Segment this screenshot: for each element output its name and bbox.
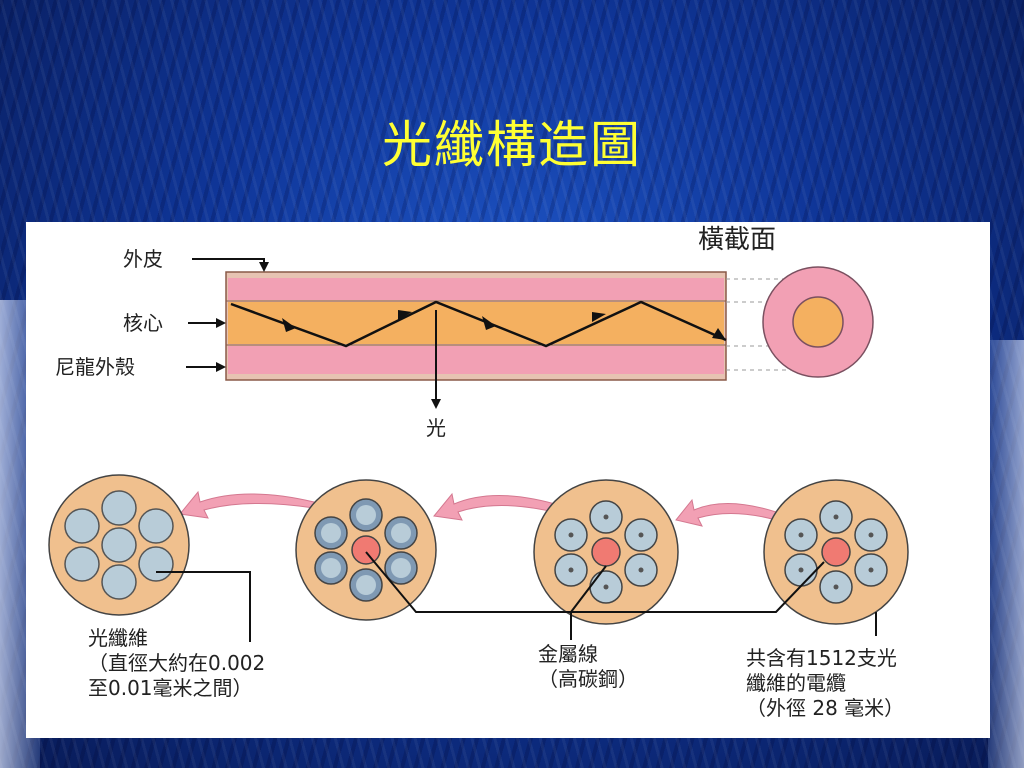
nylon-shell-label: 尼龍外殼 bbox=[55, 355, 135, 379]
core-layer bbox=[228, 302, 724, 344]
progression-arrows bbox=[179, 490, 777, 527]
wire-label-line-2: （高碳鋼） bbox=[538, 667, 638, 691]
light-label: 光 bbox=[426, 416, 446, 440]
cable-label: 共含有1512支光 纖維的電纜 （外徑 28 毫米） bbox=[746, 646, 904, 721]
cable-unit-3 bbox=[533, 479, 679, 625]
jacket-layer-bottom bbox=[228, 346, 724, 374]
cable-label-line-2: 纖維的電纜 bbox=[746, 671, 846, 695]
cable-unit-2 bbox=[295, 479, 437, 621]
cable-label-line-3: （外徑 28 毫米） bbox=[746, 696, 905, 720]
jacket-layer-top bbox=[228, 278, 724, 300]
wire-label: 金屬線 （高碳鋼） bbox=[538, 642, 638, 692]
fiber-label: 光纖維 （直徑大約在0.002 至0.01毫米之間） bbox=[88, 626, 265, 701]
fiber-bundle bbox=[48, 474, 190, 616]
fiber-label-line-1: 光纖維 bbox=[88, 626, 148, 650]
light-path-arrows bbox=[282, 310, 726, 340]
fiber-tube bbox=[225, 271, 727, 381]
cross-section-label: 橫截面 bbox=[698, 225, 777, 255]
cross-section bbox=[762, 266, 874, 378]
fiber-label-line-3: 至0.01毫米之間） bbox=[88, 676, 253, 700]
snow-tree-right bbox=[988, 340, 1024, 768]
wire-label-line-1: 金屬線 bbox=[538, 642, 598, 666]
leader-lines bbox=[156, 551, 877, 642]
diagram-panel: 橫截面 外皮 核心 尼龍外殼 光 光纖維 （直徑大約在0.002 至0.01毫米… bbox=[26, 222, 990, 738]
fiber-diagram bbox=[48, 258, 909, 642]
core-label: 核心 bbox=[123, 311, 163, 335]
cable-label-line-1: 共含有1512支光 bbox=[746, 646, 897, 670]
slide-title: 光纖構造圖 bbox=[382, 116, 642, 174]
layer-pointers bbox=[186, 258, 269, 372]
jacket-label: 外皮 bbox=[123, 247, 163, 271]
fiber-label-line-2: （直徑大約在0.002 bbox=[88, 651, 266, 675]
